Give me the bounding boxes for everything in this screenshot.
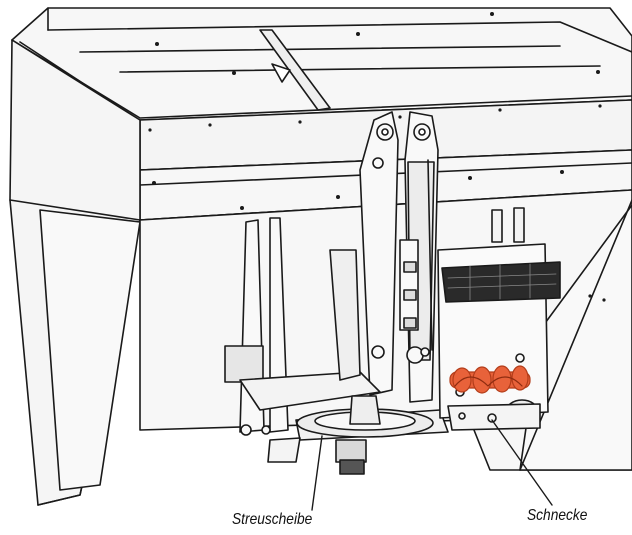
rivets [148, 12, 606, 302]
callout-label-spreader-disc: Streuscheibe [232, 511, 313, 528]
lift-frame [224, 111, 439, 436]
spreader-disc [267, 395, 449, 475]
callout-label-auger: Schnecke [527, 507, 588, 524]
leader-lines [311, 419, 553, 511]
auger [449, 365, 531, 394]
